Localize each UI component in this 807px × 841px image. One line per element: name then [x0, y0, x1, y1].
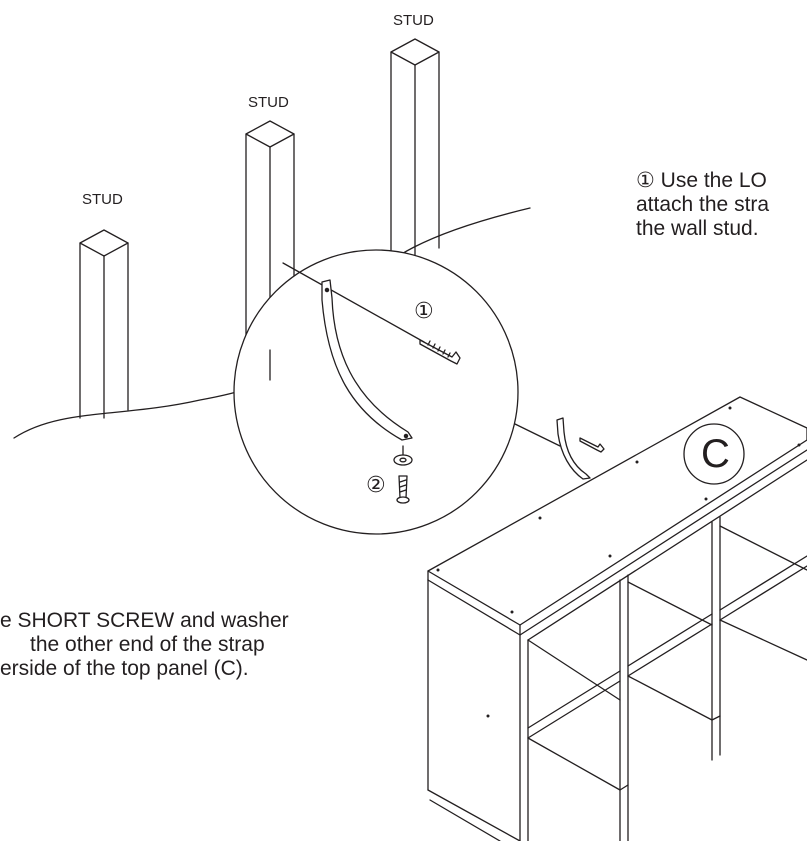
step2-line-1: e SHORT SCREW and washer — [0, 609, 289, 632]
detail-leader-line — [514, 423, 561, 447]
detail-magnifier-circle — [233, 249, 519, 535]
stud-label-right: STUD — [393, 12, 434, 29]
strap-small — [556, 417, 591, 480]
washer — [393, 454, 413, 466]
step1-line-1: ① Use the LO — [636, 169, 767, 192]
step1-line-2: attach the stra — [636, 193, 770, 216]
panel-label: C — [701, 432, 730, 476]
long-screw — [419, 339, 461, 365]
strap-detail — [321, 279, 413, 441]
cabinet-holes — [436, 406, 801, 718]
stud-left — [79, 229, 129, 419]
stud-label-middle: STUD — [248, 94, 289, 111]
screw-leader-line — [282, 262, 425, 343]
small-screw — [579, 437, 605, 453]
stud-right — [390, 38, 440, 281]
step1-line-3: the wall stud. — [636, 217, 759, 240]
step2-line-2: the other end of the strap — [30, 633, 265, 656]
short-screw — [396, 475, 410, 504]
marker-1: ① — [414, 298, 434, 323]
stud-label-left: STUD — [82, 191, 123, 208]
step2-line-3: erside of the top panel (C). — [0, 657, 249, 680]
marker-2: ② — [366, 472, 386, 497]
panel-badge-circle — [683, 423, 745, 485]
